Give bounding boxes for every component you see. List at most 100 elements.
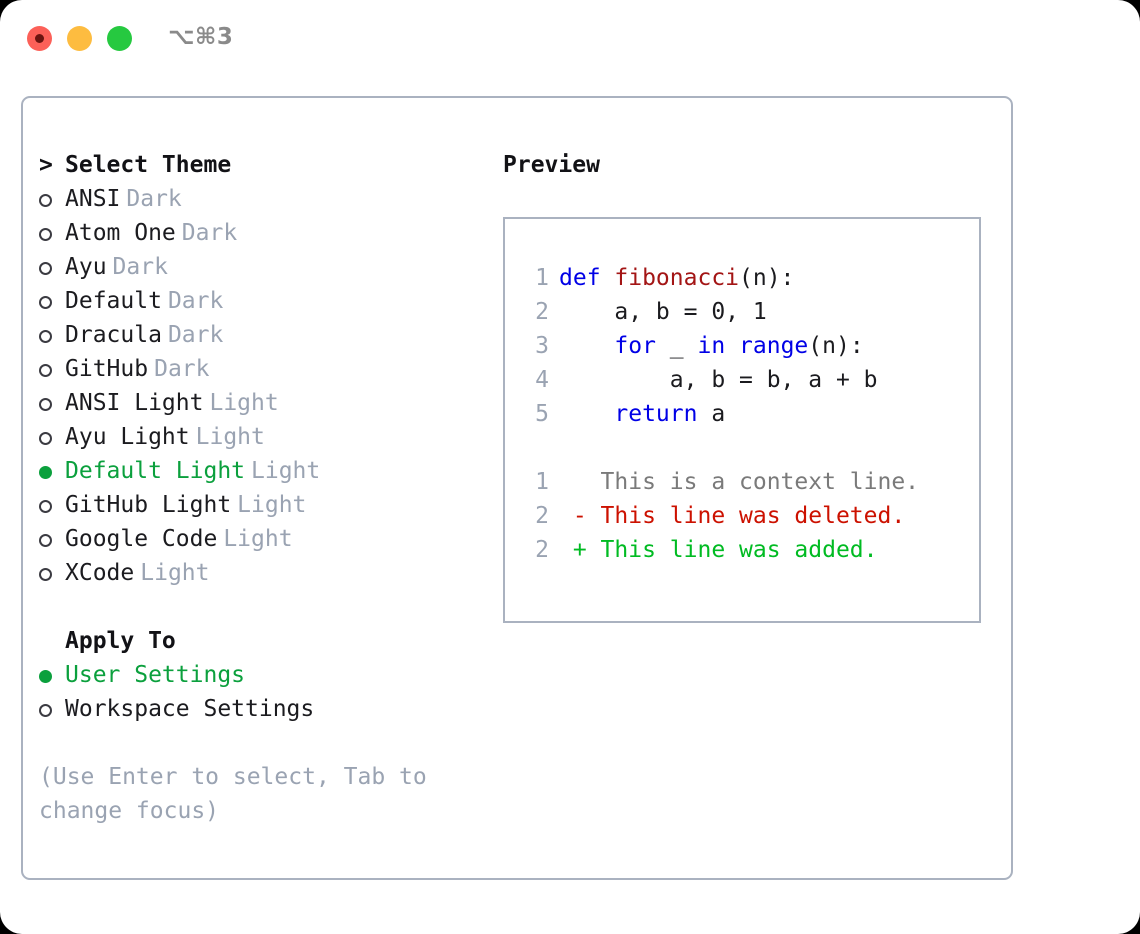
radio-dot	[39, 568, 52, 581]
window-title: ⌥⌘3	[168, 24, 234, 50]
theme-option-variant-badge: Dark	[181, 220, 238, 246]
radio-unselected-icon[interactable]	[39, 352, 65, 386]
theme-option-label: Default	[65, 288, 162, 314]
radio-unselected-icon[interactable]	[39, 420, 65, 454]
radio-unselected-icon[interactable]	[39, 216, 65, 250]
minimize-button[interactable]	[67, 26, 92, 51]
line-number: 4	[535, 367, 549, 393]
preview-title: Preview	[503, 152, 600, 178]
radio-unselected-icon[interactable]	[39, 522, 65, 556]
diff-line-number: 2	[535, 503, 549, 529]
apply-to-option-label: Workspace Settings	[65, 696, 315, 722]
theme-option-variant-badge: Light	[209, 390, 279, 416]
radio-dot	[39, 500, 52, 513]
apply-to-option-label: User Settings	[65, 662, 246, 688]
theme-option-variant-badge: Dark	[126, 186, 182, 212]
select-theme-heading-label: Select Theme	[65, 152, 232, 178]
radio-selected-icon[interactable]	[39, 658, 65, 692]
theme-option-label: GitHub Light	[65, 492, 232, 518]
theme-option-label: GitHub	[65, 356, 149, 382]
section-spacer	[39, 590, 489, 624]
radio-unselected-icon[interactable]	[39, 556, 65, 590]
diff-line-0: 1 This is a context line.	[521, 465, 919, 499]
radio-dot	[39, 194, 52, 207]
radio-unselected-icon[interactable]	[39, 386, 65, 420]
token-pl: a, b = b, a + b	[559, 367, 878, 393]
code-line-3: 4 a, b = b, a + b	[521, 363, 919, 397]
code-line-1: 2 a, b = 0, 1	[521, 295, 919, 329]
radio-unselected-icon[interactable]	[39, 284, 65, 318]
token-fn: fibonacci	[614, 265, 740, 291]
token-kw: return	[614, 401, 698, 427]
radio-dot	[39, 330, 52, 343]
radio-dot	[39, 670, 52, 683]
token-pl: (n):	[739, 265, 795, 291]
diff-line-number: 2	[535, 537, 549, 563]
maximize-button[interactable]	[107, 26, 132, 51]
line-number: 2	[535, 299, 549, 325]
radio-unselected-icon[interactable]	[39, 182, 65, 216]
keyboard-hint: (Use Enter to select, Tab to change focu…	[39, 764, 427, 824]
radio-dot	[39, 432, 52, 445]
radio-dot	[39, 534, 52, 547]
theme-option-variant-badge: Light	[237, 492, 307, 518]
code-diff-spacer	[521, 431, 919, 465]
radio-unselected-icon[interactable]	[39, 488, 65, 522]
close-button[interactable]	[27, 26, 52, 51]
code-text: for _ in range(n):	[559, 329, 864, 363]
radio-selected-icon[interactable]	[39, 454, 65, 488]
line-number: 3	[535, 333, 549, 359]
radio-dot	[39, 466, 52, 479]
theme-option-variant-badge: Dark	[154, 356, 210, 382]
radio-dot	[39, 262, 52, 275]
code-line-4: 5 return a	[521, 397, 919, 431]
token-pl	[559, 401, 614, 427]
theme-option-variant-badge: Light	[140, 560, 210, 586]
diff-del-text: - This line was deleted.	[559, 503, 906, 529]
theme-option-variant-badge: Light	[195, 424, 265, 450]
radio-unselected-icon[interactable]	[39, 250, 65, 284]
token-pl: _	[655, 333, 698, 359]
theme-option-variant-badge: Light	[251, 458, 321, 484]
title-bar: ⌥⌘3	[0, 0, 1140, 78]
apply-to-heading: Apply To	[39, 624, 489, 658]
apply-to-heading-label: Apply To	[65, 628, 176, 654]
token-pl: (n):	[808, 333, 864, 359]
line-number: 5	[535, 401, 549, 427]
radio-unselected-icon[interactable]	[39, 692, 65, 726]
theme-option-label: Dracula	[65, 322, 162, 348]
apply-to-option-0[interactable]: User Settings	[39, 658, 489, 692]
apply-to-option-1[interactable]: Workspace Settings	[39, 692, 489, 726]
token-kw: in	[697, 333, 726, 359]
radio-unselected-icon[interactable]	[39, 318, 65, 352]
radio-dot	[39, 364, 52, 377]
code-text: return a	[559, 397, 725, 431]
code-text: a, b = b, a + b	[559, 363, 878, 397]
diff-ctx-text: This is a context line.	[559, 469, 920, 495]
token-pl	[725, 333, 739, 359]
theme-option-label: Google Code	[65, 526, 218, 552]
radio-dot	[39, 398, 52, 411]
diff-line-number: 1	[535, 469, 549, 495]
theme-option-label: Default Light	[65, 458, 246, 484]
theme-option-label: Ayu Light	[65, 424, 190, 450]
token-pl: a	[697, 401, 726, 427]
